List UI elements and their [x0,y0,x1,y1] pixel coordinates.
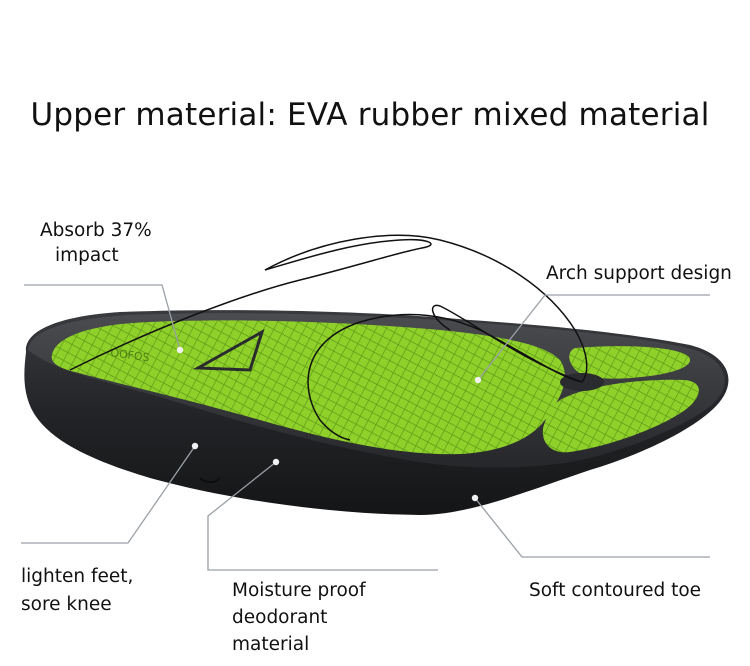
label-moisture-proof: Moisture proof deodorant material [232,577,366,658]
label-arch-support: Arch support design [546,263,732,284]
leader-toe [474,497,710,558]
leader-absorb [24,284,181,351]
strap-top [264,234,588,383]
dot-moisture [272,458,280,466]
label-absorb-line1: Absorb 37% [40,220,152,241]
dot-lighten [191,442,199,450]
label-moisture-line2: deodorant [232,607,328,628]
label-soft-toe: Soft contoured toe [529,580,702,601]
label-moisture-line1: Moisture proof [232,580,366,601]
leader-lines [21,284,710,571]
label-lighten-line2: sore knee [21,594,112,615]
strap-inner [307,313,583,441]
dot-toe [471,494,479,502]
toe-pad-upper [569,346,691,379]
label-absorb-impact: Absorb 37% impact [40,218,152,268]
label-absorb-line2: impact [55,245,119,266]
strap-inner-edge [431,304,583,383]
dot-absorb [176,346,184,354]
strap-outer [69,238,432,371]
dot-arch [474,376,482,384]
label-moisture-line3: material [232,634,310,655]
leader-moisture [207,461,438,571]
label-lighten-feet: lighten feet, sore knee [21,563,133,619]
anchor-dots [176,346,482,502]
label-lighten-line1: lighten feet, [21,566,134,587]
leader-lighten [21,445,196,544]
toe-pad-lower [542,379,699,453]
page-title: Upper material: EVA rubber mixed materia… [30,97,710,133]
heel-logo [192,328,265,372]
heel-brand-mark: OOFOS [110,346,151,364]
leader-arch [477,294,710,381]
